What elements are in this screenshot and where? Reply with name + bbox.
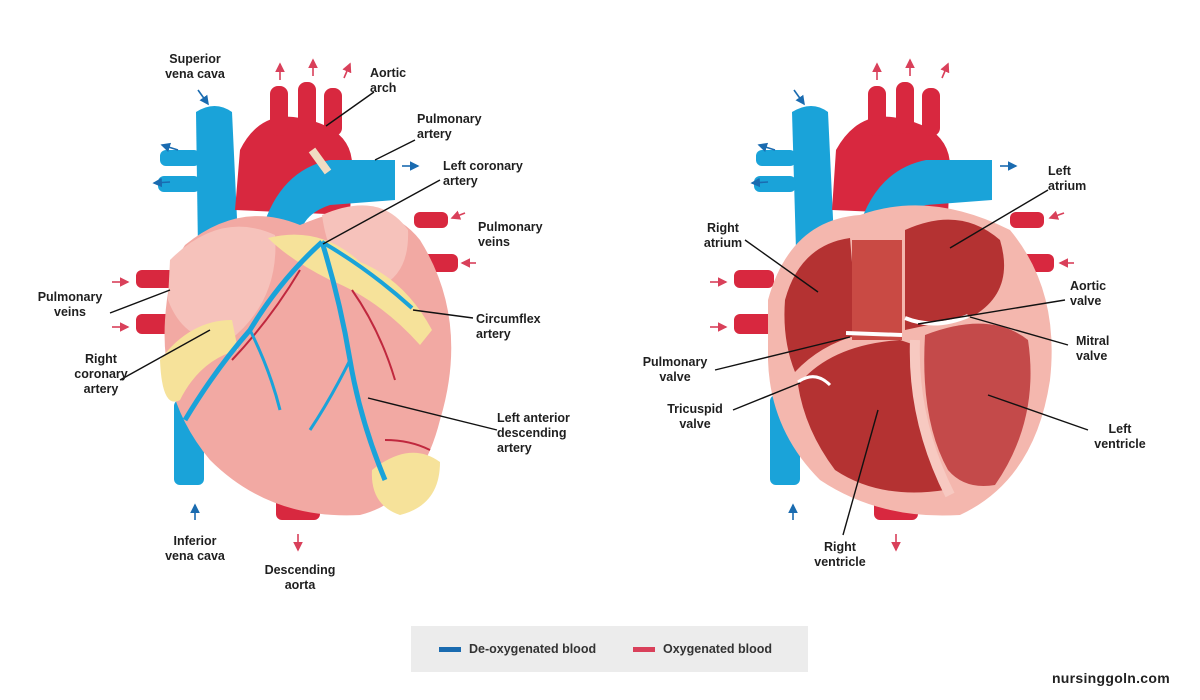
legend-label-deoxygenated: De-oxygenated blood [469, 642, 597, 656]
legend: De-oxygenated blood Oxygenated blood [411, 626, 808, 672]
label-aortic-valve: Aortic valve [1070, 279, 1107, 308]
external-heart [136, 82, 458, 520]
sectioned-heart [734, 82, 1054, 520]
legend-swatch-oxygenated [633, 646, 655, 652]
label-tricuspid-valve: Tricuspid valve [667, 402, 723, 431]
legend-label-oxygenated: Oxygenated blood [663, 642, 773, 656]
watermark: nursinggoln.com [1051, 670, 1170, 686]
right-ventricle-chamber [798, 340, 945, 493]
left-ventricle-chamber [924, 323, 1031, 486]
label-pulmonary-veins-left: Pulmonary veins [37, 290, 103, 319]
flow-arrows [112, 58, 1074, 552]
label-circumflex-artery: Circumflex artery [476, 312, 541, 341]
label-aortic-arch: Aortic arch [370, 66, 407, 95]
label-right-atrium: Right atrium [703, 221, 743, 250]
left-atrium-chamber [905, 219, 1005, 330]
label-pulmonary-veins-right: Pulmonary veins [478, 220, 543, 249]
legend-item-oxygenated: Oxygenated blood [633, 626, 772, 672]
label-inferior-vena-cava: Inferior vena cava [165, 534, 225, 563]
label-right-coronary-artery: Right coronary artery [74, 352, 128, 396]
label-left-anterior-descending-artery: Left anterior descending artery [497, 411, 570, 455]
pulmonary-artery-vessel [262, 160, 395, 240]
label-right-ventricle: Right ventricle [814, 540, 866, 569]
label-left-coronary-artery: Left coronary artery [443, 159, 523, 188]
legend-swatch-deoxygenated [439, 646, 461, 652]
label-mitral-valve: Mitral valve [1076, 334, 1110, 363]
label-superior-vena-cava: Superior vena cava [165, 52, 225, 81]
legend-item-deoxygenated: De-oxygenated blood [439, 626, 596, 672]
right-atrium-chamber [784, 238, 858, 372]
label-pulmonary-valve: Pulmonary valve [642, 355, 708, 384]
label-pulmonary-artery: Pulmonary artery [417, 112, 482, 141]
superior-vena-cava-vessel [196, 106, 238, 250]
label-left-atrium: Left atrium [1048, 164, 1087, 193]
leader-lines [109, 91, 1089, 536]
label-descending-aorta: Descending aorta [264, 563, 336, 592]
label-left-ventricle: Left ventricle [1094, 422, 1146, 451]
